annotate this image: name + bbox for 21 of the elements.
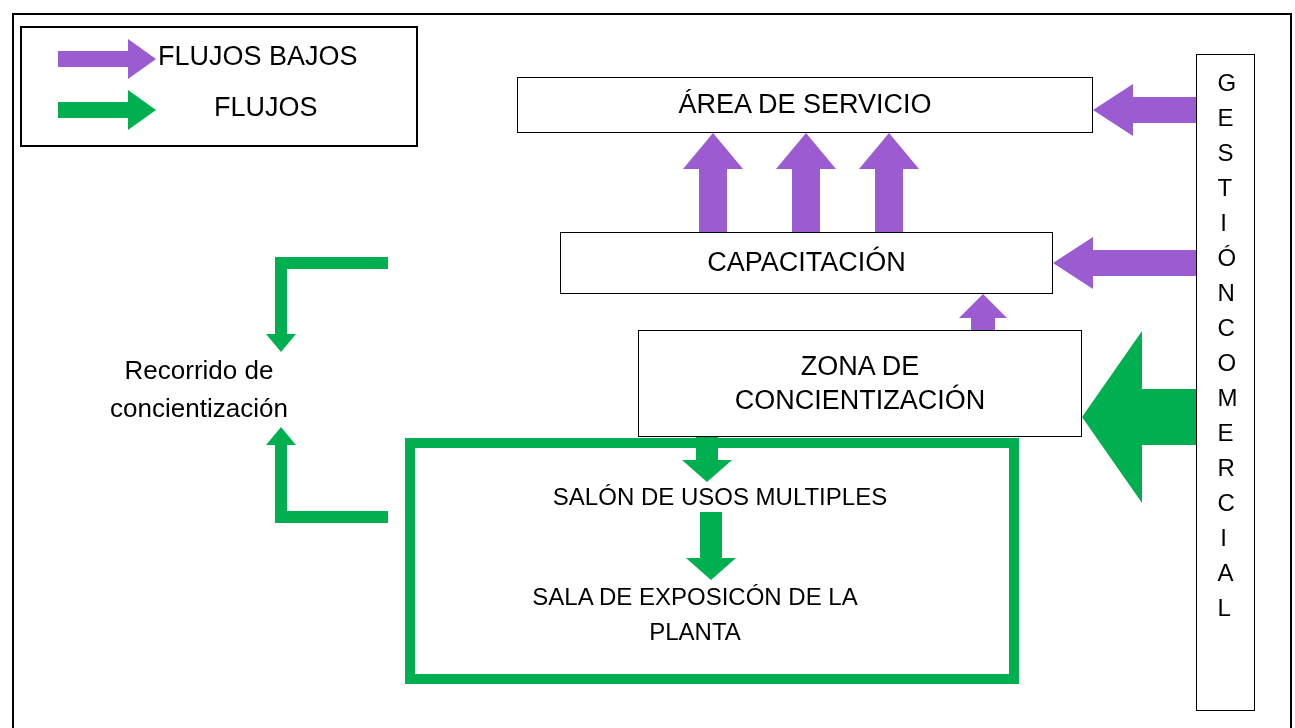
block-arrow — [1053, 237, 1196, 289]
block-arrow — [266, 427, 388, 523]
text-label: SALA DE EXPOSICÓN DE LA PLANTA — [495, 580, 895, 650]
block-arrow — [859, 133, 919, 232]
block-arrow — [776, 133, 836, 232]
block-arrow — [1082, 331, 1196, 503]
vertical-label: GESTIÓN COMERCIAL — [1217, 68, 1242, 623]
side-panel — [1196, 54, 1255, 711]
process-box: ÁREA DE SERVICIO — [517, 77, 1093, 133]
legend-label: FLUJOS BAJOS — [158, 41, 358, 72]
group-frame — [405, 438, 1019, 684]
text-label: SALÓN DE USOS MULTIPLES — [505, 482, 935, 512]
legend-label: FLUJOS — [214, 92, 318, 123]
block-arrow — [959, 294, 1007, 330]
block-arrow — [686, 512, 736, 580]
process-box: CAPACITACIÓN — [560, 232, 1053, 294]
block-arrow — [1093, 84, 1196, 136]
block-arrow — [683, 133, 743, 232]
process-box: ZONA DE CONCIENTIZACIÓN — [638, 330, 1082, 437]
block-arrow — [266, 257, 388, 352]
text-label: Recorrido de concientización — [70, 352, 328, 427]
